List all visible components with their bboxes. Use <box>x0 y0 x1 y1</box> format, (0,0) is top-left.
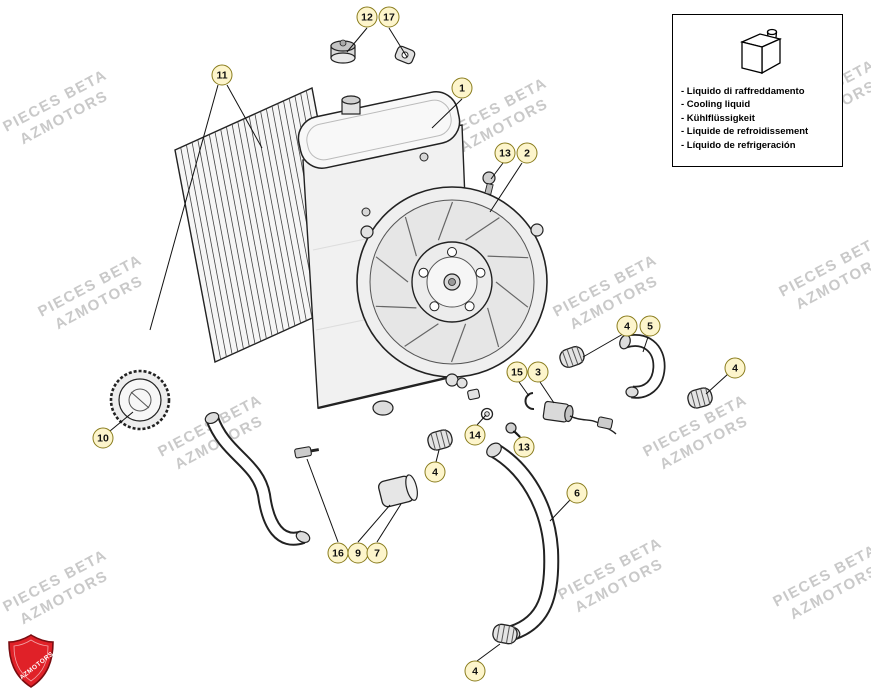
callout-15[interactable]: 15 <box>506 361 528 383</box>
legend-line: - Cooling liquid <box>681 99 751 111</box>
legend-line: - Liquido di raffreddamento <box>681 86 805 97</box>
hose-clamp <box>427 429 453 451</box>
callout-label: 3 <box>535 366 541 378</box>
legend-line: - Liquide de refroidissement <box>681 126 809 138</box>
azmotors-logo: AZMOTORS <box>8 634 54 688</box>
callout-label: 2 <box>524 147 530 159</box>
callout-label: 1 <box>459 82 465 94</box>
callout-1[interactable]: 1 <box>451 77 473 99</box>
legend-line: - Kühlflüssigkeit <box>681 112 755 124</box>
retainer-clip <box>524 392 535 410</box>
radiator-top-tank <box>297 91 461 217</box>
callout-label: 14 <box>469 429 481 441</box>
callout-2[interactable]: 2 <box>516 142 538 164</box>
callout-label: 7 <box>374 547 380 559</box>
callout-5[interactable]: 5 <box>639 315 661 337</box>
callout-label: 4 <box>472 665 478 677</box>
temp-sensor <box>542 400 617 435</box>
callout-label: 13 <box>499 147 511 159</box>
callout-6[interactable]: 6 <box>566 482 588 504</box>
callout-label: 4 <box>624 320 630 332</box>
lower-left-hose <box>204 411 311 546</box>
cooling-fan <box>356 186 548 387</box>
callout-4[interactable]: 4 <box>616 315 638 337</box>
hose-clamp <box>492 623 518 645</box>
callout-13[interactable]: 13 <box>494 142 516 164</box>
legend-line: - Líquido de refrigeración <box>681 139 796 151</box>
elbow-hose <box>619 334 666 399</box>
callout-label: 17 <box>383 11 395 23</box>
bolt <box>294 446 320 459</box>
callout-14[interactable]: 14 <box>464 424 486 446</box>
hose-clamp <box>687 387 713 409</box>
callout-7[interactable]: 7 <box>366 542 388 564</box>
callout-10[interactable]: 10 <box>92 427 114 449</box>
callout-label: 15 <box>511 366 523 378</box>
outlet-fitting <box>372 377 481 416</box>
callout-12[interactable]: 12 <box>356 6 378 28</box>
callout-label: 9 <box>355 547 361 559</box>
hose-clamp <box>559 345 585 369</box>
bolt <box>482 171 496 196</box>
outlet-hose <box>486 442 560 641</box>
callout-label: 13 <box>518 441 530 453</box>
filler-neck <box>341 95 361 115</box>
callout-label: 10 <box>97 432 109 444</box>
callout-17[interactable]: 17 <box>378 6 400 28</box>
callout-9[interactable]: 9 <box>347 542 369 564</box>
callout-label: 5 <box>647 320 653 332</box>
callout-label: 4 <box>432 466 438 478</box>
radiator-cap <box>330 39 356 64</box>
cap-bracket <box>394 45 416 65</box>
callout-4[interactable]: 4 <box>724 357 746 379</box>
coolant-container-icon <box>739 28 782 75</box>
callout-label: 4 <box>732 362 738 374</box>
callout-4[interactable]: 4 <box>464 660 486 682</box>
callout-label: 11 <box>216 69 228 81</box>
callout-4[interactable]: 4 <box>424 461 446 483</box>
leader-lines <box>109 27 729 662</box>
callout-16[interactable]: 16 <box>327 542 349 564</box>
callout-11[interactable]: 11 <box>211 64 233 86</box>
callout-label: 12 <box>361 11 373 23</box>
grommet <box>378 474 418 508</box>
coolant-legend-box: - Liquido di raffreddamento - Cooling li… <box>672 14 843 167</box>
coolant-legend-text: - Liquido di raffreddamento - Cooling li… <box>673 83 842 152</box>
callout-3[interactable]: 3 <box>527 361 549 383</box>
callout-label: 6 <box>574 487 580 499</box>
pump-cover-cap <box>109 369 171 431</box>
fan-hub <box>411 241 493 323</box>
callout-13[interactable]: 13 <box>513 436 535 458</box>
callout-label: 16 <box>332 547 344 559</box>
